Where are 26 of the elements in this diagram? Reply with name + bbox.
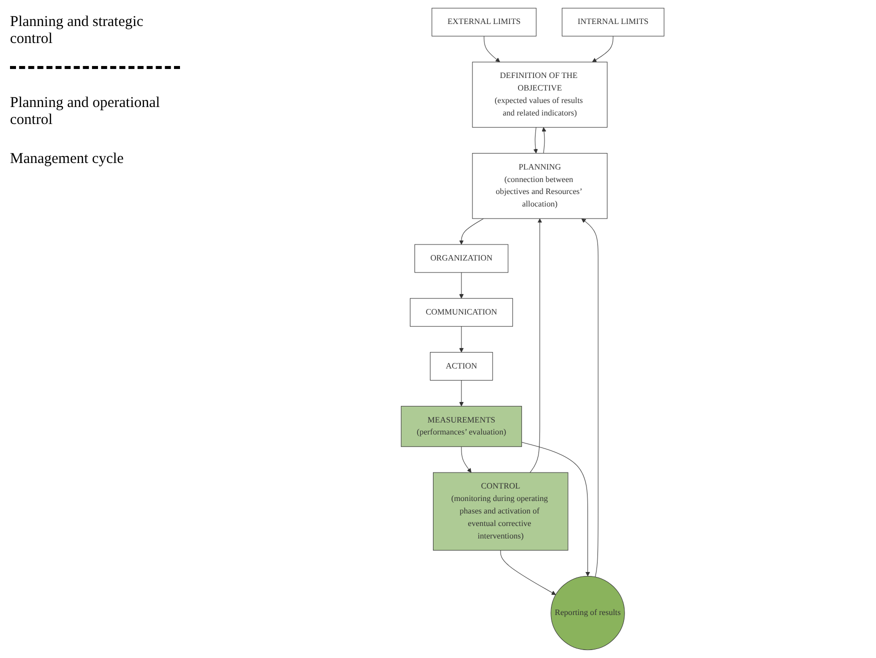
- arrow: [460, 272, 464, 299]
- arrow: [592, 36, 614, 62]
- arrow: [534, 127, 538, 154]
- arrow: [460, 326, 464, 352]
- note-text: Planning and operational control: [10, 94, 161, 130]
- node-box: ORGANIZATION: [414, 244, 509, 273]
- node-box: ACTION: [430, 352, 494, 381]
- arrow: [522, 442, 590, 576]
- node-box: INTERNAL LIMITS: [562, 8, 665, 36]
- note-text: Planning and strategic control: [10, 13, 144, 49]
- arrow: [582, 218, 599, 578]
- arrow: [542, 127, 547, 154]
- arrow: [500, 550, 556, 595]
- arrow: [484, 36, 500, 62]
- node-box: CONTROL (monitoring during operating phases and activation of eventual corrective interventions): [433, 472, 569, 551]
- note-text: Management cycle: [10, 150, 125, 169]
- node-box: EXTERNAL LIMITS: [432, 8, 537, 36]
- node-box: PLANNING (connection between objectives and Resources’ allocation): [472, 153, 608, 219]
- node-box: COMMUNICATION: [410, 298, 514, 327]
- arrow: [530, 218, 542, 473]
- node-box: MEASUREMENTS (performances’ evaluation): [401, 406, 522, 447]
- arrow: [462, 446, 472, 473]
- node-box: DEFINITION OF THE OBJECTIVE (expected values of results and related indicators): [472, 62, 608, 128]
- node-circle: Reporting of results: [551, 576, 626, 650]
- arrow: [460, 218, 484, 245]
- arrow: [460, 380, 464, 406]
